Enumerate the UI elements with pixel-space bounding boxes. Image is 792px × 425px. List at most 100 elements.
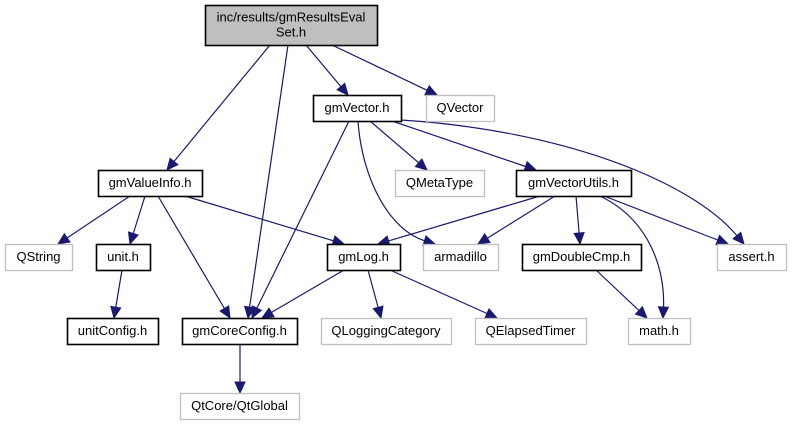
- node-label: QtCore/QtGlobal: [191, 398, 288, 413]
- edge-gmCoreConfig-to-QtGlobal: [234, 344, 246, 395]
- edge-line: [575, 195, 580, 234]
- arrowhead-icon: [127, 231, 139, 246]
- arrowhead-icon: [372, 305, 384, 320]
- edge-line: [388, 195, 541, 242]
- node-label: gmLog.h: [338, 249, 389, 264]
- edge-gmValueInfo-to-gmCoreConfig: [157, 195, 231, 320]
- edge-line: [367, 269, 379, 308]
- node-gmLog[interactable]: gmLog.h: [326, 243, 402, 272]
- arrowhead-icon: [234, 381, 246, 395]
- node-gmValueInfo[interactable]: gmValueInfo.h: [97, 169, 204, 198]
- edge-root-to-QVector: [331, 44, 439, 96]
- edge-root-to-gmValueInfo: [166, 44, 271, 171]
- node-box: [425, 94, 496, 123]
- edge-line: [173, 44, 271, 162]
- arrowhead-icon: [484, 308, 499, 319]
- edge-gmLog-to-gmCoreConfig: [260, 269, 345, 319]
- node-box: [312, 94, 403, 123]
- edge-line: [486, 195, 556, 239]
- node-label: gmDoubleCmp.h: [533, 249, 631, 264]
- arrowhead-icon: [732, 231, 745, 245]
- edge-line: [132, 195, 146, 234]
- node-box: [320, 317, 453, 346]
- edge-gmLog-to-QLoggingCategory: [367, 269, 384, 320]
- arrowhead-icon: [715, 234, 730, 246]
- node-assert: assert.h: [716, 243, 788, 272]
- node-box: [521, 243, 643, 272]
- node-QString: QString: [4, 243, 74, 272]
- node-label: gmCoreConfig.h: [192, 323, 287, 338]
- arrowhead-icon: [657, 306, 670, 320]
- node-QLoggingCategory: QLoggingCategory: [320, 317, 453, 346]
- node-label: assert.h: [728, 249, 774, 264]
- arrowhead-icon: [476, 233, 491, 245]
- node-label: QLoggingCategory: [331, 323, 441, 338]
- edge-gmVectorUtils-to-assert: [603, 195, 730, 246]
- node-QVector: QVector: [425, 94, 496, 123]
- node-box: [179, 392, 301, 421]
- edge-gmVectorUtils-to-gmDoubleCmp: [573, 195, 585, 246]
- arrowhead-icon: [110, 305, 122, 320]
- arrowhead-icon: [219, 305, 231, 320]
- edge-line: [599, 195, 665, 308]
- edge-line: [184, 195, 334, 242]
- edge-line: [256, 120, 350, 309]
- arrowhead-icon: [424, 84, 439, 96]
- node-label: unit.h: [107, 249, 139, 264]
- node-QtGlobal: QtCore/QtGlobal: [179, 392, 301, 421]
- edge-line: [305, 44, 342, 87]
- node-unitConfig[interactable]: unitConfig.h: [66, 317, 160, 346]
- edges-layer: [56, 44, 745, 395]
- node-box: [627, 317, 692, 346]
- edge-gmValueInfo-to-unit: [127, 195, 146, 246]
- node-label: QElapsedTimer: [486, 323, 576, 338]
- edge-line: [249, 44, 289, 308]
- edge-line: [115, 269, 123, 308]
- edge-line: [331, 44, 428, 91]
- arrowhead-icon: [336, 82, 349, 96]
- node-label: unitConfig.h: [78, 323, 147, 338]
- node-label: gmVectorUtils.h: [528, 175, 619, 190]
- edge-line: [157, 195, 225, 309]
- node-gmCoreConfig[interactable]: gmCoreConfig.h: [181, 317, 299, 346]
- edge-line: [391, 120, 526, 168]
- edge-root-to-gmVector: [305, 44, 349, 96]
- node-label: QMetaType: [406, 175, 473, 190]
- node-box: [66, 317, 160, 346]
- node-math: math.h: [627, 317, 692, 346]
- node-label: math.h: [639, 323, 679, 338]
- node-box: [204, 4, 379, 47]
- node-label: QString: [16, 249, 60, 264]
- node-gmDoubleCmp[interactable]: gmDoubleCmp.h: [521, 243, 643, 272]
- node-label: gmValueInfo.h: [109, 175, 192, 190]
- node-unit[interactable]: unit.h: [95, 243, 152, 272]
- node-box: [394, 169, 486, 198]
- arrowhead-icon: [573, 232, 585, 246]
- node-label: QVector: [437, 100, 485, 115]
- edge-line: [357, 120, 425, 242]
- edge-line: [271, 269, 345, 313]
- arrowhead-icon: [56, 232, 71, 245]
- arrowhead-icon: [251, 305, 263, 320]
- edge-gmValueInfo-to-QString: [56, 195, 131, 245]
- edge-line: [595, 269, 640, 311]
- edge-gmVectorUtils-to-math: [599, 195, 670, 320]
- node-label: gmVector.h: [324, 100, 389, 115]
- node-label: inc/results/gmResultsEval: [217, 10, 366, 25]
- edge-line: [369, 120, 420, 164]
- edge-line: [603, 195, 718, 241]
- node-label: Set.h: [276, 25, 306, 40]
- node-box: [716, 243, 788, 272]
- node-label: armadillo: [434, 249, 487, 264]
- node-box: [4, 243, 74, 272]
- node-gmVector[interactable]: gmVector.h: [312, 94, 403, 123]
- edge-gmVectorUtils-to-armadillo: [476, 195, 556, 245]
- edge-line: [66, 195, 131, 239]
- node-box: [95, 243, 152, 272]
- edge-gmVector-to-gmCoreConfig: [251, 120, 350, 320]
- edge-gmDoubleCmp-to-math: [595, 269, 648, 319]
- node-gmVectorUtils[interactable]: gmVectorUtils.h: [515, 169, 633, 198]
- node-box: [97, 169, 204, 198]
